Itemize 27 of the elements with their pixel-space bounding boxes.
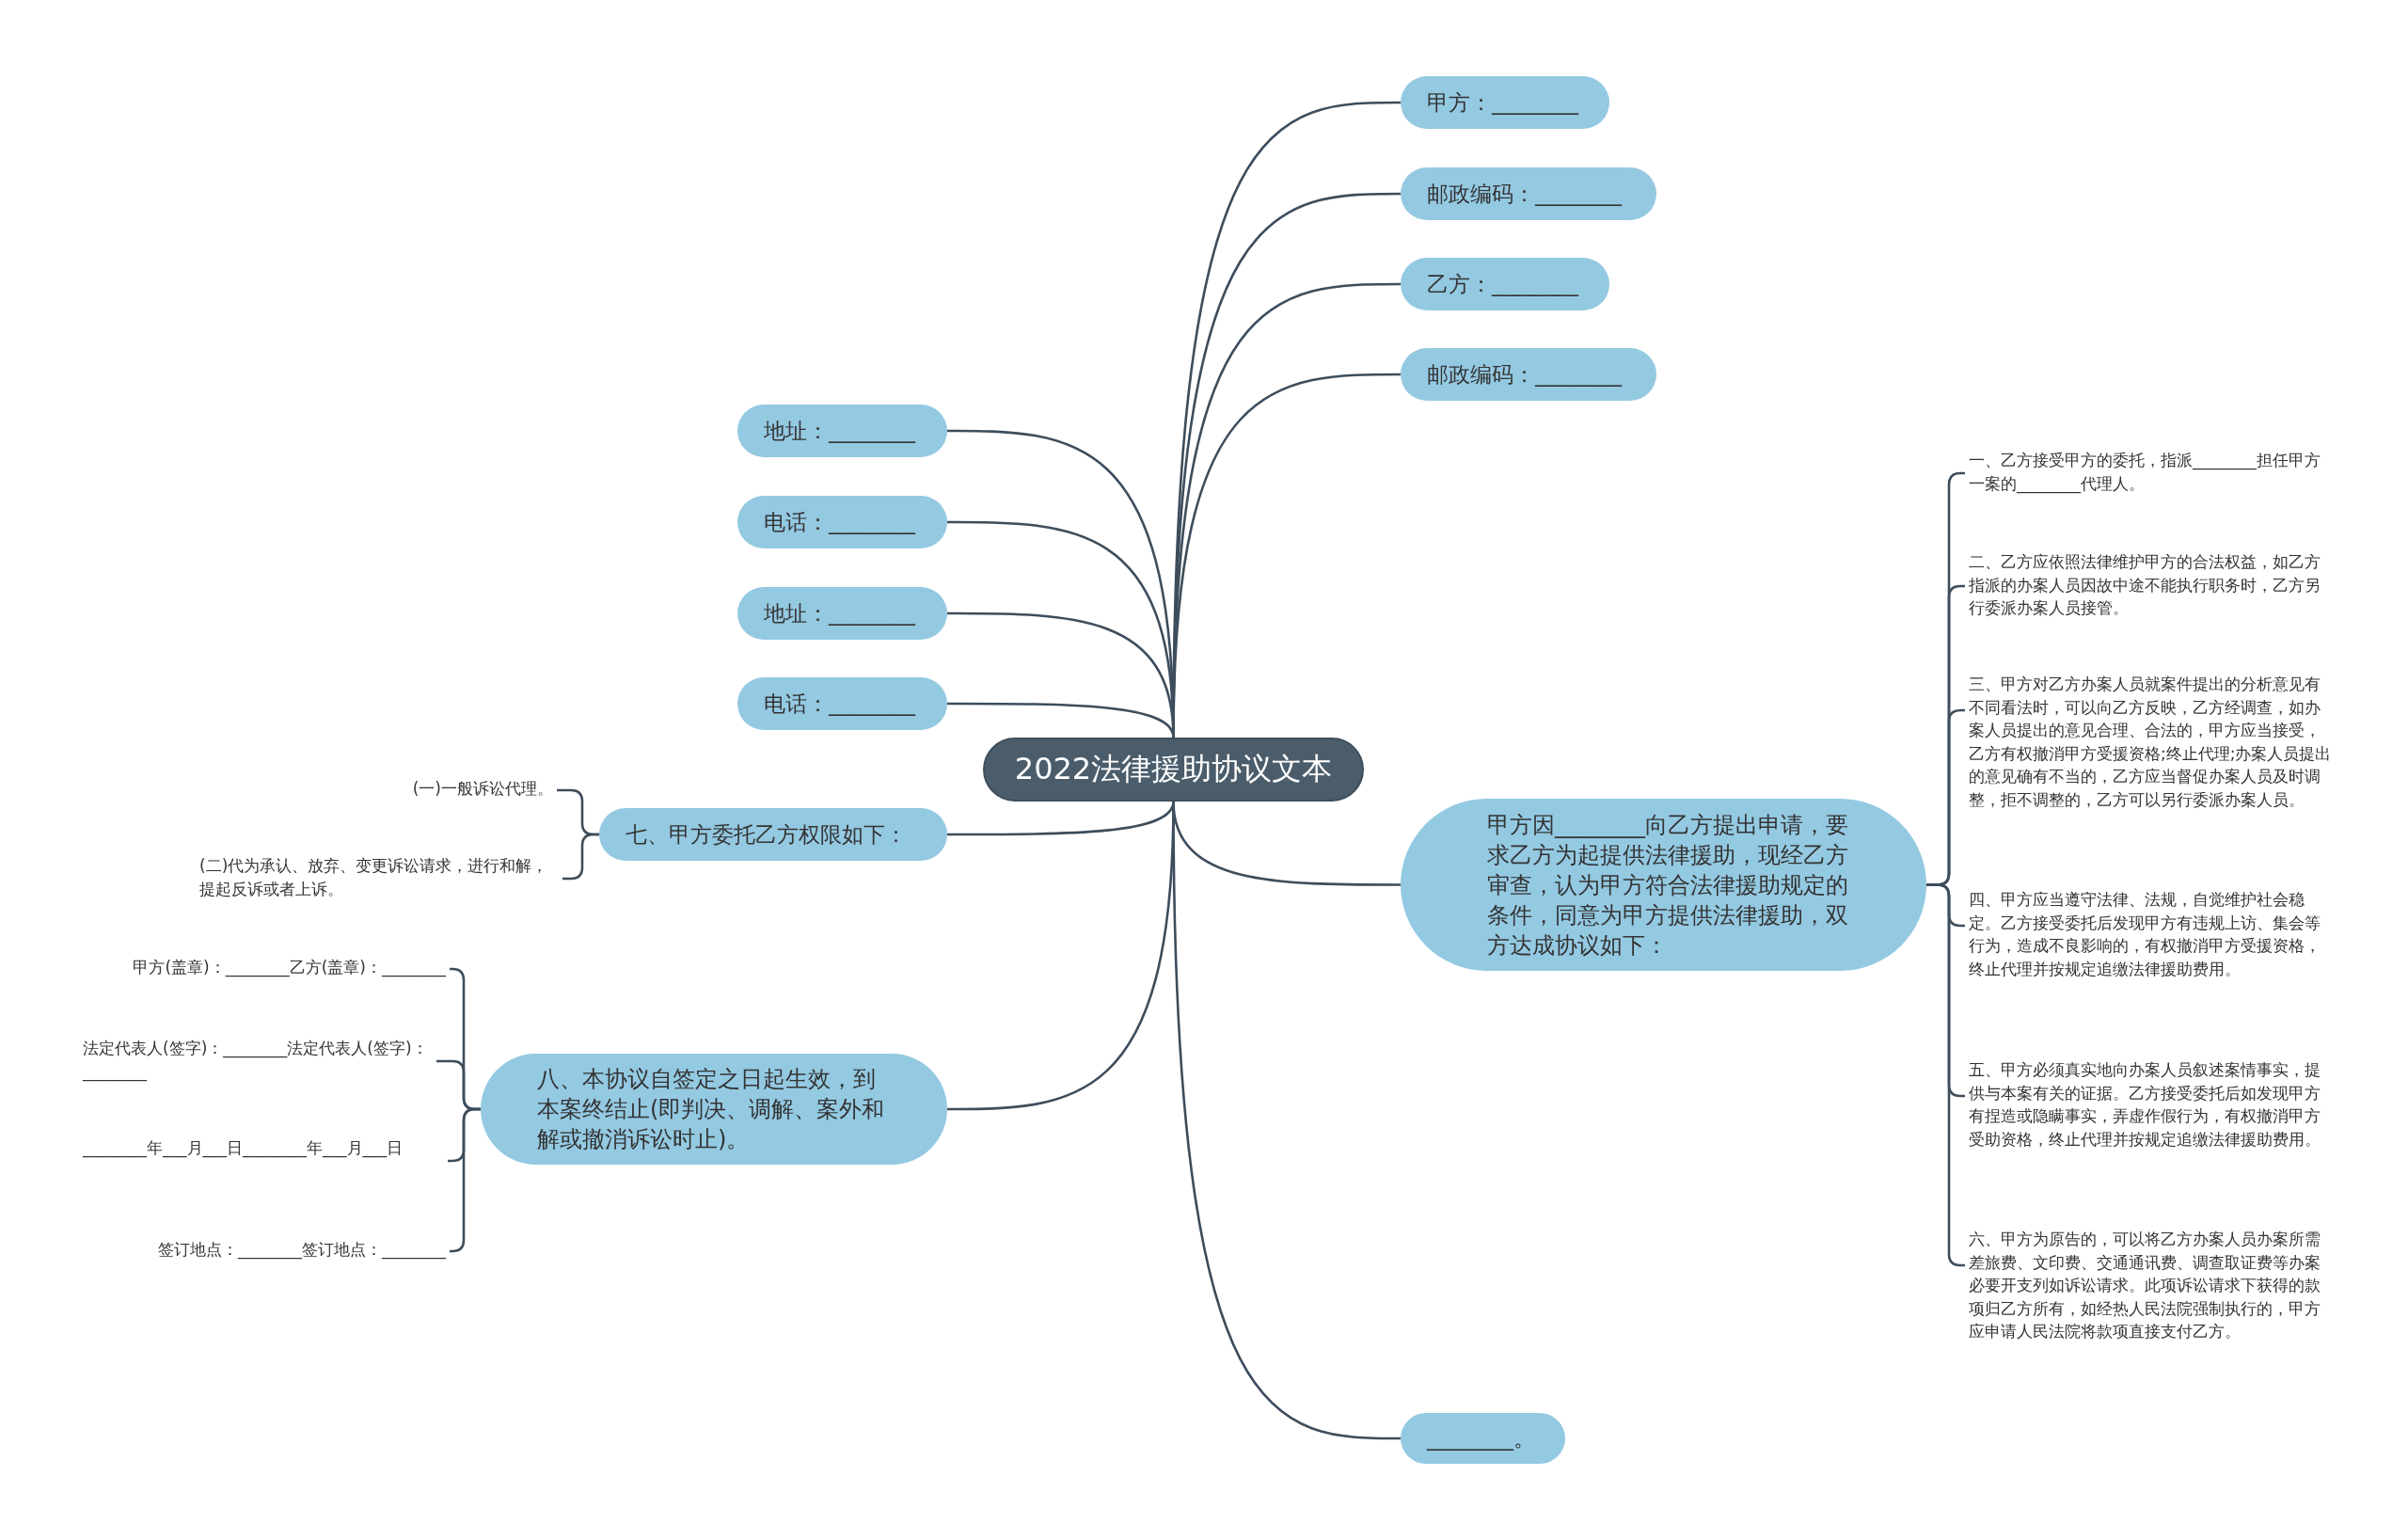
topic-pill: 乙方：________ (1401, 258, 1609, 310)
topic-pill: 地址：________ (737, 405, 947, 457)
clause-text: 五、甲方必须真实地向办案人员叙述案情事实，提供与本案有关的证据。乙方接受委托后如发现甲方有捏造或隐瞒事实，弄虚作假行为，有权撤消甲方受助资格，终止代理并按规定追缴法律援助费用。 (1969, 1058, 2336, 1177)
topic-pill: 电话：________ (737, 677, 947, 730)
connector-line (1926, 883, 1965, 1267)
clause-text: 签订地点：________签订地点：________ (105, 1238, 446, 1264)
topic-pill: 八、本协议自签定之日起生效，到本案终结止(即判决、调解、案外和解或撤消诉讼时止)。 (481, 1054, 947, 1165)
connector-line (562, 833, 599, 881)
topic-pill: 邮政编码：________ (1401, 348, 1656, 401)
clause-text: 甲方(盖章)：________乙方(盖章)：________ (87, 956, 446, 982)
clause-text: (二)代为承认、放弃、变更诉讼请求，进行和解，提起反诉或者上诉。 (199, 854, 559, 903)
clause-text: 三、甲方对乙方办案人员就案件提出的分析意见有不同看法时，可以向乙方反映，乙方经调查，如办案人员提出的意见合理、合法的，甲方应当接受，乙方有权撤消甲方受援资格;终止代理;办案人员提出的意见确有不当的，乙方应当督促办案人员及时调整，拒不调整的，乙方可以另行委派办案人员。 (1969, 673, 2336, 836)
clause-text: 六、甲方为原告的，可以将乙方办案人员办案所需差旅费、文印费、交通通讯费、调查取证费等办案必要开支列如诉讼请求。此项诉讼请求下获得的款项归乙方所有，如经热人民法院强制执行的，甲方应申请人民法院将款项直接支付乙方。 (1969, 1228, 2336, 1371)
topic-pill: 甲方因________向乙方提出申请，要求乙方为起提供法律援助，现经乙方审查，认为甲方符合法律援助规定的条件，同意为甲方提供法律援助，双方达成协议如下： (1401, 799, 1926, 971)
clause-text: 四、甲方应当遵守法律、法规，自觉维护社会稳定。乙方接受委托后发现甲方有违规上访、集会等行为，造成不良影响的，有权撤消甲方受援资格，终止代理并按规定追缴法律援助费用。 (1969, 888, 2336, 984)
clause-text: (一)一般诉讼代理。 (357, 777, 553, 803)
topic-pill: 电话：________ (737, 496, 947, 548)
central-topic: 2022法律援助协议文本 (983, 738, 1364, 802)
topic-pill: 地址：________ (737, 587, 947, 640)
clause-text: 一、乙方接受甲方的委托，指派________担任甲方一案的________代理人。 (1969, 449, 2336, 498)
clause-text: 二、乙方应依照法律维护甲方的合法权益，如乙方指派的办案人员因故中途不能执行职务时，乙方另行委派办案人员接管。 (1969, 550, 2336, 622)
clause-text: 法定代表人(签字)：________法定代表人(签字)：________ (83, 1037, 433, 1086)
clause-text: ________年___月___日________年___月___日 (83, 1136, 444, 1185)
topic-pill: 甲方：________ (1401, 76, 1609, 129)
topic-pill: ________。 (1401, 1413, 1565, 1464)
topic-pill: 邮政编码：________ (1401, 167, 1656, 220)
topic-pill: 七、甲方委托乙方权限如下： (599, 808, 947, 861)
